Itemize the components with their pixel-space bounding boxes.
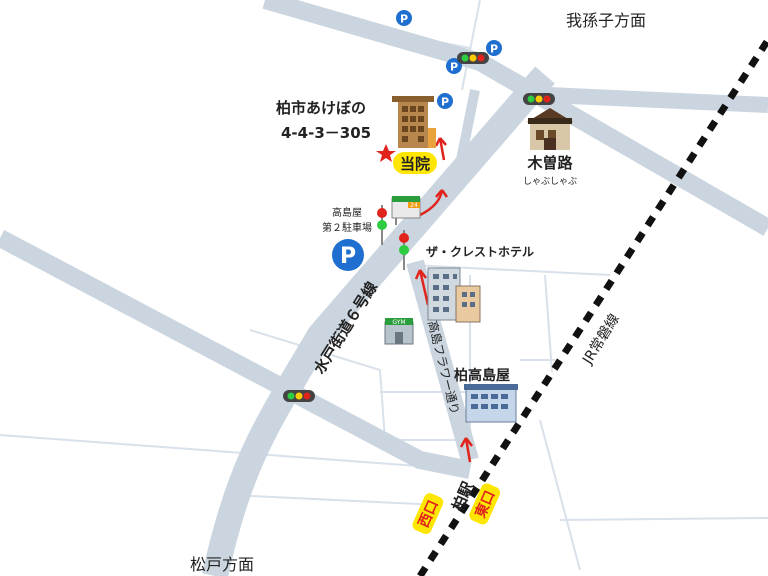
- svg-text:GYM: GYM: [392, 319, 405, 326]
- gym-building-icon: GYM: [384, 318, 414, 345]
- svg-text:24: 24: [410, 202, 418, 209]
- pedestrian-signal-icon: [377, 205, 387, 245]
- west-exit-badge-bg: [412, 493, 444, 535]
- convenience-store-icon: 24: [391, 196, 421, 219]
- takashimaya-building-icon: [464, 384, 518, 423]
- traffic-light-icon: [523, 93, 555, 105]
- jr-rail-line: [417, 38, 768, 576]
- clinic-address-line1: 柏市あけぼの: [276, 99, 366, 117]
- traffic-light-icon: [283, 390, 315, 402]
- kisoji-subtitle: しゃぶしゃぶ: [523, 176, 577, 187]
- kashiwa-takashimaya-label: 柏高島屋: [454, 367, 510, 384]
- road-east: [547, 87, 768, 113]
- mito-kaido-road: [202, 66, 555, 576]
- parking-label-line2: 第２駐車場: [322, 221, 372, 234]
- clinic-badge: 当院: [400, 155, 430, 173]
- clinic-address-line2: 4-4-3－305: [281, 124, 371, 142]
- svg-text:P: P: [340, 244, 356, 269]
- parking-icon: P: [437, 93, 453, 109]
- matsudo-direction: 松戸方面: [190, 555, 254, 574]
- east-exit-badge-bg: [469, 483, 501, 525]
- svg-text:P: P: [450, 61, 458, 74]
- parking-icon: P: [396, 10, 412, 26]
- clinic-building-icon: [392, 96, 436, 148]
- svg-text:P: P: [490, 43, 498, 56]
- traffic-light-icon: [457, 52, 489, 64]
- takashimaya-parking-icon: P: [332, 239, 364, 271]
- clinic-star-icon: [376, 144, 396, 162]
- flower-street-road: [406, 259, 479, 463]
- road-north-branch: [450, 89, 480, 191]
- svg-text:P: P: [400, 13, 408, 26]
- clinic-badge-bg: [393, 152, 437, 174]
- crest-hotel-label: ザ・クレストホテル: [426, 245, 534, 259]
- parking-markers: P P P P: [396, 10, 502, 109]
- route-arrows: [414, 137, 473, 463]
- kisoji-building-icon: [527, 108, 573, 150]
- parking-label-line1: 高島屋: [332, 206, 362, 219]
- svg-text:P: P: [441, 96, 449, 109]
- abiko-direction: 我孫子方面: [566, 11, 646, 30]
- road-west: [0, 230, 472, 479]
- parking-icon: P: [446, 58, 462, 74]
- kisoji-name: 木曽路: [526, 154, 573, 172]
- pedestrian-signal-icon: [399, 230, 409, 270]
- hotel-building-icon: [427, 267, 481, 323]
- parking-icon: P: [486, 40, 502, 56]
